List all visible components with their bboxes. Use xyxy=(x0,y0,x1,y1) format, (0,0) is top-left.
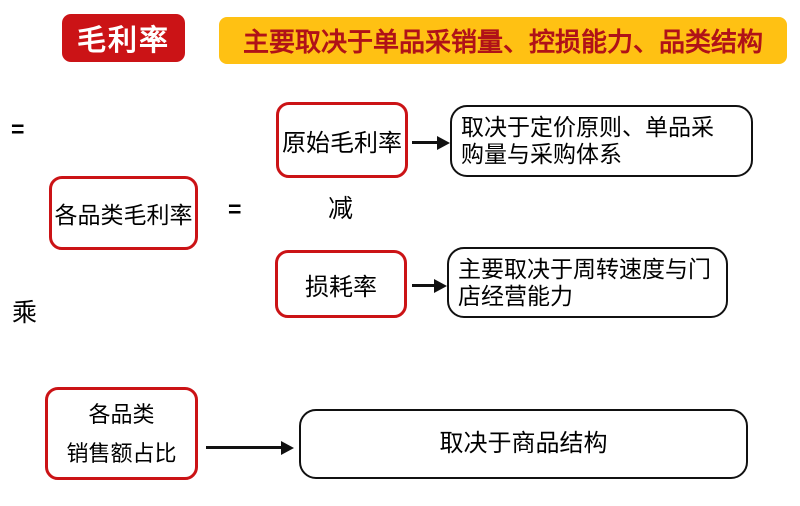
turnover-note-line-2: 店经营能力 xyxy=(458,283,573,309)
structure-note-box: 取决于商品结构 xyxy=(299,409,748,479)
structure-note-label: 取决于商品结构 xyxy=(439,430,608,457)
equals-operator-middle: = xyxy=(228,196,242,222)
arrow-original-margin-to-pricing-note xyxy=(412,141,437,144)
category-margin-label: 各品类毛利率 xyxy=(54,203,193,228)
arrow-loss-rate-to-turnover-note xyxy=(412,284,434,287)
pricing-note-box: 取决于定价原则、单品采 购量与采购体系 xyxy=(450,105,753,177)
loss-rate-label: 损耗率 xyxy=(305,274,377,301)
minus-operator: 减 xyxy=(328,196,354,223)
pricing-note-line-2: 购量与采购体系 xyxy=(461,142,622,167)
turnover-note-line-1: 主要取决于周转速度与门 xyxy=(458,256,711,282)
sales-share-box: 各品类 销售额占比 xyxy=(45,387,198,480)
sales-share-line-2: 销售额占比 xyxy=(66,440,177,466)
sales-share-line-1: 各品类 xyxy=(88,401,155,427)
loss-rate-box: 损耗率 xyxy=(275,250,407,318)
pricing-note-line-1: 取决于定价原则、单品采 xyxy=(461,115,714,140)
original-margin-label: 原始毛利率 xyxy=(282,130,402,157)
equals-operator-top: = xyxy=(11,116,25,142)
original-margin-box: 原始毛利率 xyxy=(276,102,408,178)
gross-margin-title: 毛利率 xyxy=(62,14,185,62)
key-drivers-banner: 主要取决于单品采销量、控损能力、品类结构 xyxy=(219,17,787,64)
turnover-note-box: 主要取决于周转速度与门 店经营能力 xyxy=(447,247,728,318)
arrow-sales-share-to-structure-note xyxy=(206,446,281,449)
category-margin-box: 各品类毛利率 xyxy=(49,176,198,250)
multiply-operator: 乘 xyxy=(12,300,38,327)
